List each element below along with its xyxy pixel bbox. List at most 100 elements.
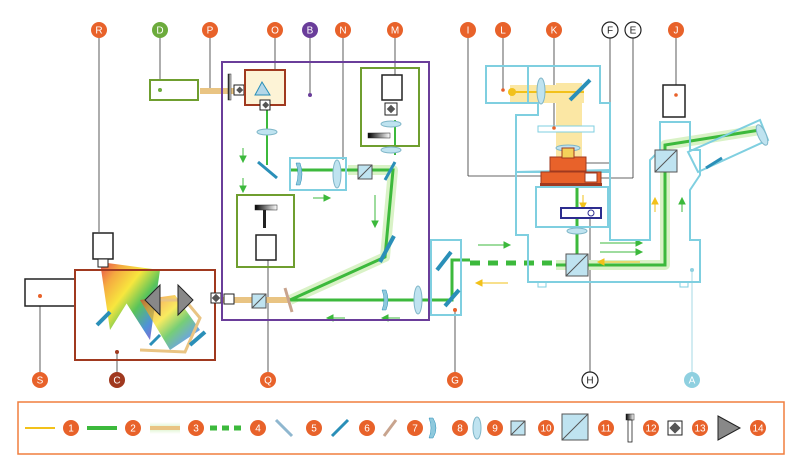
legend-number-circle	[538, 420, 554, 436]
component-s-box	[24, 278, 76, 307]
legend-item-12: 12	[643, 420, 659, 436]
legend-number-circle	[598, 420, 614, 436]
legend-item-1: 1	[63, 420, 79, 436]
callout-f: F	[601, 21, 619, 39]
component-d-box	[149, 79, 199, 101]
legend-symbol-8	[428, 417, 437, 439]
callout-label-n: N	[339, 26, 346, 37]
prism-o	[254, 80, 271, 96]
legend-number-label: 12	[645, 424, 657, 435]
callout-label-g: G	[451, 376, 459, 387]
prism-2	[177, 283, 194, 317]
legend-number-label: 11	[601, 424, 612, 435]
callout-circle-s	[32, 372, 48, 388]
callout-label-b: B	[307, 26, 314, 37]
callout-label-c: C	[113, 376, 120, 387]
legend-number-label: 9	[492, 424, 498, 435]
legend-symbol-6	[330, 418, 350, 438]
callout-o: O	[267, 22, 283, 38]
legend-item-8: 8	[452, 420, 468, 436]
callout-circle-p	[202, 22, 218, 38]
callout-label-k: K	[551, 26, 558, 37]
legend-symbol-5	[274, 418, 294, 438]
spectrum-rays	[100, 262, 160, 340]
callout-circle-i	[460, 22, 476, 38]
leader-lines	[39, 30, 693, 380]
legend-item-11: 11	[598, 420, 614, 436]
callout-circle-g	[447, 372, 463, 388]
callout-l: L	[495, 22, 511, 38]
lens-o	[256, 128, 278, 136]
tan-beam-box-c	[139, 298, 202, 354]
legend-number-label: 5	[311, 424, 317, 435]
callout-circle-f	[601, 21, 619, 39]
callout-m: M	[387, 22, 403, 38]
legend-symbol-14	[717, 415, 742, 441]
mirror-c1	[95, 310, 112, 327]
mirror-c3	[148, 333, 162, 347]
mirror-k	[568, 78, 592, 102]
callout-d: D	[152, 22, 168, 38]
callout-label-l: L	[500, 26, 506, 37]
callout-label-i: I	[467, 26, 470, 37]
callout-j: J	[668, 22, 684, 38]
callout-circle-r	[91, 22, 107, 38]
legend-symbol-12	[625, 413, 635, 443]
legend-number-circle	[750, 420, 766, 436]
yellow-beam-horizontal	[510, 85, 584, 103]
detector-b	[223, 293, 235, 305]
legend-item-9: 9	[487, 420, 503, 436]
callout-circle-c	[109, 372, 125, 388]
legend-number-circle	[306, 420, 322, 436]
green-beam-main	[289, 168, 395, 302]
callout-c: C	[109, 372, 125, 388]
component-r-camera-neck	[97, 258, 109, 268]
mirror-c2	[188, 330, 207, 347]
legend-symbol-7	[382, 419, 398, 437]
legend-item-10: 10	[538, 420, 554, 436]
callout-label-f: F	[607, 26, 613, 37]
callout-label-r: R	[95, 26, 102, 37]
component-a-microscope-body	[515, 121, 701, 283]
mirror-g2	[443, 288, 461, 308]
component-h-filter	[560, 207, 602, 219]
callout-p: P	[202, 22, 218, 38]
legend-number-label: 14	[752, 424, 764, 435]
shutter-p	[227, 73, 232, 101]
legend-number-label: 3	[193, 424, 199, 435]
callout-circle-b	[302, 22, 318, 38]
prism-1	[144, 283, 161, 317]
legend-number-circle	[487, 420, 503, 436]
legend-number-circle	[188, 420, 204, 436]
legend-item-4: 4	[250, 420, 266, 436]
legend-number-label: 6	[364, 424, 370, 435]
callout-label-s: S	[37, 376, 44, 387]
legend-number-label: 2	[130, 424, 136, 435]
callout-label-a: A	[689, 376, 696, 387]
mirror-n	[383, 161, 397, 181]
legend-symbol-9	[472, 416, 482, 440]
callout-r: R	[91, 22, 107, 38]
legend-number-label: 7	[412, 424, 418, 435]
component-i-sample	[540, 183, 602, 186]
callout-s: S	[32, 372, 48, 388]
callout-h: H	[581, 371, 599, 389]
legend-number-circle	[250, 420, 266, 436]
glass-plate-b	[283, 287, 294, 313]
callout-circle-n	[335, 22, 351, 38]
legend-number-circle	[452, 420, 468, 436]
legend-number-label: 13	[694, 424, 706, 435]
callout-a: A	[684, 372, 700, 388]
component-a-dot	[690, 268, 694, 272]
callout-e: E	[624, 21, 642, 39]
component-r-camera	[92, 232, 114, 260]
callout-g: G	[447, 372, 463, 388]
callout-n: N	[335, 22, 351, 38]
component-k-filter	[537, 125, 595, 133]
callout-circle-h	[581, 371, 599, 389]
legend-number-circle	[359, 420, 375, 436]
legend-symbols	[25, 413, 742, 443]
